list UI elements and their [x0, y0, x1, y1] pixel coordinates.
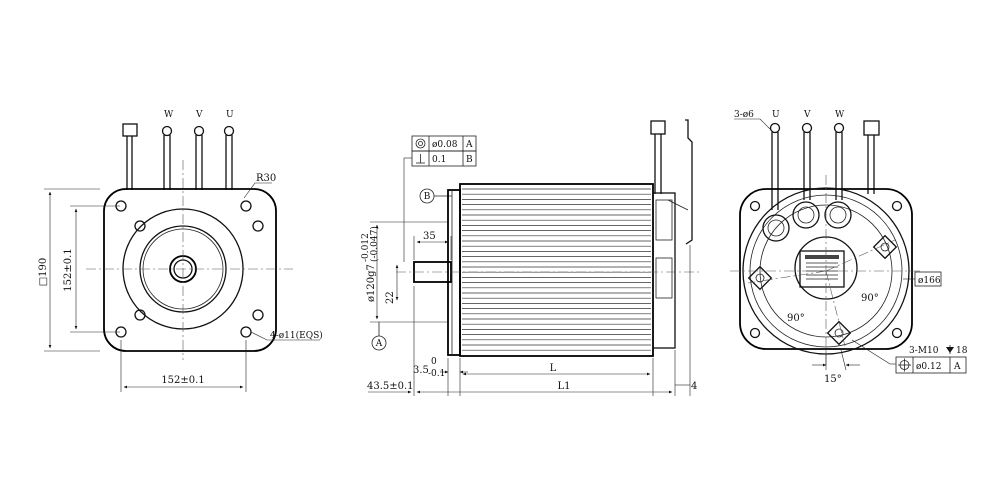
side-cooling-fins	[462, 188, 651, 351]
front-lead-label-u: U	[226, 110, 234, 120]
front-dim-vertical: 152±0.1	[63, 248, 74, 291]
rear-lead-label-w: W	[835, 110, 845, 120]
rear-leads: U V W	[769, 110, 880, 210]
rear-nameplate	[799, 250, 845, 288]
rear-lead-label-u: U	[772, 110, 780, 120]
rear-pos-tol-datum: A	[953, 362, 961, 372]
rear-angle-b: 90°	[787, 313, 805, 324]
side-tol-perp-value: 0.1	[432, 155, 446, 165]
side-dim-pilot-tol-lower: (-0.047)	[369, 226, 380, 262]
front-lead-label-w: W	[164, 110, 174, 120]
side-dim-offset: 43.5±0.1	[367, 381, 414, 392]
side-tol-concentricity-datum: A	[465, 140, 473, 150]
side-flange	[447, 189, 461, 356]
front-leads: W V U	[122, 110, 235, 190]
front-view: W V U □190 15	[38, 110, 323, 392]
rear-position-tolerance-frame: ø0.12 A	[895, 356, 967, 374]
front-lead-label-v: V	[195, 110, 203, 120]
rear-thread-depth: 18	[956, 346, 968, 356]
datum-a-label: A	[375, 339, 383, 349]
side-rear-cap	[652, 192, 676, 349]
rear-angle-a: 90°	[861, 293, 879, 304]
datum-b-label: B	[424, 192, 431, 202]
rear-thread-callout: 3-M10	[909, 346, 939, 356]
rear-dim-circle: ø166	[918, 276, 941, 286]
side-tol-concentricity-value: ø0.08	[432, 140, 458, 150]
front-dim-radius: R30	[256, 173, 276, 184]
front-dim-square: □190	[38, 258, 49, 287]
side-dim-flange: 3.5	[413, 365, 429, 376]
front-dim-holes: 4-ø11(EQS)	[270, 330, 323, 341]
side-dim-pilot: ø120g7	[366, 264, 377, 302]
rear-cable-glands	[762, 201, 852, 242]
side-tol-perp-datum: B	[466, 155, 473, 165]
side-dim-shaft: 22	[385, 291, 396, 304]
side-dim-flange-tol-upper: 0	[431, 357, 437, 367]
side-dim-l: L	[550, 363, 557, 374]
rear-angle-c: 15°	[824, 374, 842, 385]
front-flange	[103, 188, 277, 352]
rear-view: U V W 3-ø6	[730, 110, 968, 385]
side-tolerance-frame-perpendicularity: 0.1 B	[411, 150, 477, 167]
front-dim-horizontal: 152±0.1	[161, 375, 204, 386]
side-dim-rear: 4	[691, 381, 697, 392]
side-dim-l1: L1	[557, 381, 570, 392]
side-dim-pilot-tol-upper: -0.012	[361, 233, 371, 262]
side-view: ø0.08 A 0.1 B B A	[361, 119, 700, 396]
rear-hole-callout: 3-ø6	[734, 110, 754, 120]
side-tolerance-frame-concentricity: ø0.08 A	[411, 135, 477, 152]
side-dim-shaft-length: 35	[423, 231, 436, 242]
rear-lead-label-v: V	[803, 110, 811, 120]
rear-mounting-lugs	[747, 234, 898, 346]
side-dim-flange-tol-lower: -0.1	[428, 369, 445, 379]
rear-pos-tol-value: ø0.12	[916, 362, 941, 372]
